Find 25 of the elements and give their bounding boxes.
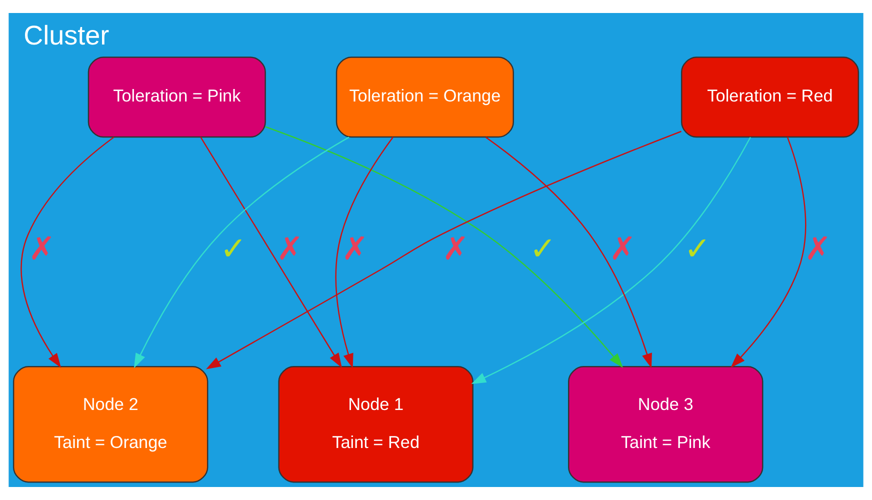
- arrow: [265, 126, 624, 368]
- node-box: Node 3 Taint = Pink: [568, 366, 764, 483]
- arrow: [20, 136, 114, 368]
- arrow: [471, 136, 752, 384]
- arrow: [206, 130, 682, 370]
- edge-label: ✗: [804, 230, 832, 268]
- edge-label: ✗: [609, 230, 636, 268]
- edge-label: ✗: [276, 230, 304, 268]
- diagram-title: Cluster: [24, 20, 110, 50]
- node-box: Toleration = Red: [680, 56, 860, 138]
- edge-label: ✗: [442, 230, 470, 268]
- arrow: [200, 136, 342, 368]
- edge-label: ✓: [220, 230, 247, 268]
- edge-label: ✓: [529, 230, 556, 268]
- edge-label: ✗: [28, 230, 56, 268]
- arrow: [730, 137, 806, 368]
- node-box: Node 2 Taint = Orange: [12, 366, 208, 483]
- edge-label: ✓: [684, 230, 711, 268]
- node-box: Node 1 Taint = Red: [278, 366, 474, 483]
- node-box: Toleration = Pink: [88, 56, 266, 138]
- node-box: Toleration = Orange: [336, 56, 514, 138]
- arrow: [134, 136, 350, 368]
- arrow: [485, 136, 652, 368]
- edge-label: ✗: [342, 230, 368, 268]
- arrow: [335, 136, 394, 368]
